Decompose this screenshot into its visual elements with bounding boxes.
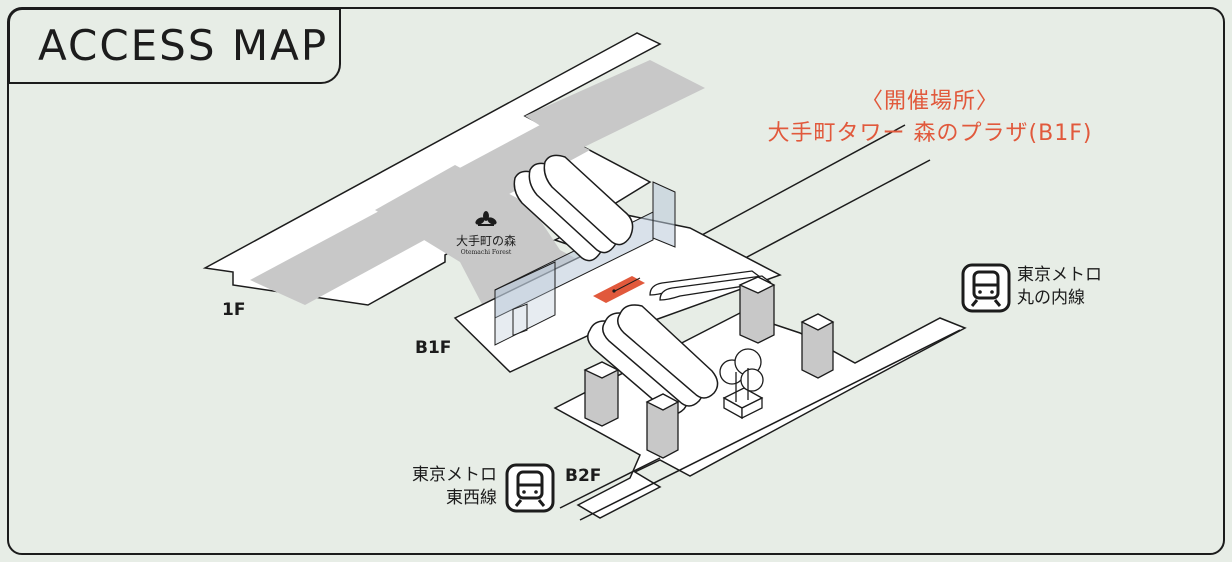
escalator-1f-b1f [513, 154, 634, 262]
station-line: 丸の内線 [1017, 288, 1085, 308]
venue-label: 〈開催場所〉 大手町タワー 森のプラザ(B1F) [730, 86, 1130, 150]
subway-train-icon [961, 263, 1011, 313]
floor-label-b2f: B2F [565, 466, 602, 486]
tree-planter [719, 348, 764, 420]
venue-marker [593, 276, 645, 303]
pillar [583, 361, 620, 427]
pillar [738, 276, 776, 344]
escalator-b1f-small [649, 270, 772, 301]
logo-text-en: Otemachi Forest [460, 249, 512, 256]
pillars [583, 276, 835, 459]
station-marunouchi: 東京メトロ 丸の内線 [1017, 264, 1102, 310]
glass-door [512, 303, 528, 336]
venue-name: 大手町タワー 森のプラザ(B1F) [767, 121, 1093, 146]
venue-heading: 〈開催場所〉 [860, 89, 999, 114]
station-line: 東西線 [446, 488, 497, 508]
logo-text-jp: 大手町の森 [455, 234, 516, 248]
station-operator: 東京メトロ [412, 465, 497, 485]
title-tab: ACCESS MAP [8, 8, 341, 84]
floor-label-1f: 1F [222, 300, 246, 320]
page-title: ACCESS MAP [38, 21, 329, 70]
floor-label-b1f: B1F [415, 338, 452, 358]
b2f-road [579, 329, 961, 521]
escalator-b1f-b2f [587, 304, 719, 415]
subway-train-icon [505, 463, 555, 513]
pillar [645, 393, 680, 459]
station-operator: 東京メトロ [1017, 265, 1102, 285]
floor-1f-gray-areas [250, 60, 705, 310]
pillar [800, 313, 835, 379]
forest-logo-icon [475, 211, 497, 226]
otemachi-forest-logo: 大手町の森 Otemachi Forest [446, 210, 526, 256]
station-tozai: 東京メトロ 東西線 [395, 464, 497, 510]
